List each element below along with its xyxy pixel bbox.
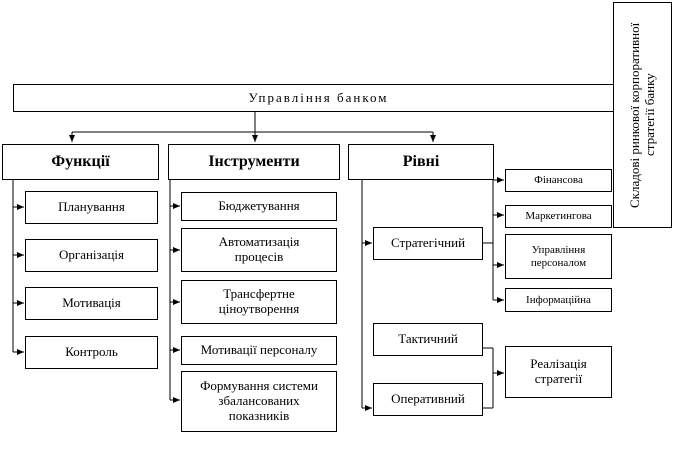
instrument-item-label: Бюджетування <box>218 198 300 214</box>
level-item-label: Тактичний <box>398 331 458 347</box>
instrument-item: Трансфертне ціноутворення <box>181 280 337 324</box>
instruments-header-label: Інструменти <box>208 152 300 170</box>
instrument-item: Бюджетування <box>181 192 337 221</box>
realization-label: Реалізація стратегії <box>530 356 587 386</box>
strategy-sub-item: Управління персоналом <box>505 234 612 279</box>
side-label: Складові ринкової корпоративної стратегі… <box>626 22 657 208</box>
side-label-box: Складові ринкової корпоративної стратегі… <box>613 2 672 228</box>
instrument-item-label: Мотивації персоналу <box>200 342 318 358</box>
instruments-header: Інструменти <box>168 144 340 180</box>
diagram-title: Управління банком <box>248 89 389 105</box>
strategy-sub-label: Фінансова <box>534 174 583 187</box>
function-item: Контроль <box>25 336 158 369</box>
function-item-label: Мотивація <box>62 295 121 311</box>
instrument-item: Формування системи збалансованих показни… <box>181 371 337 432</box>
functions-header-label: Функції <box>51 152 110 170</box>
function-item: Планування <box>25 191 158 224</box>
title-box: Управління банком <box>13 84 624 112</box>
instrument-item-label: Трансфертне ціноутворення <box>218 286 300 316</box>
function-item: Мотивація <box>25 287 158 320</box>
levels-header: Рівні <box>348 144 494 180</box>
function-item-label: Організація <box>58 247 124 263</box>
level-item: Стратегічний <box>373 227 483 260</box>
instrument-item: Автоматизація процесів <box>181 228 337 272</box>
function-item-label: Контроль <box>65 344 118 360</box>
functions-header: Функції <box>2 144 159 180</box>
function-item: Організація <box>25 239 158 272</box>
strategy-sub-item: Фінансова <box>505 169 612 192</box>
level-item: Тактичний <box>373 323 483 356</box>
realization-box: Реалізація стратегії <box>505 346 612 398</box>
level-item-label: Стратегічний <box>390 235 466 251</box>
level-item-label: Оперативний <box>391 391 465 407</box>
function-item-label: Планування <box>58 199 125 215</box>
strategy-sub-label: Інформаційна <box>526 293 591 306</box>
instrument-item-label: Формування системи збалансованих показни… <box>200 378 318 423</box>
strategy-sub-item: Інформаційна <box>505 288 612 312</box>
strategy-sub-item: Маркетингова <box>505 205 612 228</box>
strategy-sub-label: Маркетингова <box>525 210 592 223</box>
instrument-item: Мотивації персоналу <box>181 336 337 365</box>
levels-header-label: Рівні <box>402 152 440 170</box>
level-item: Оперативний <box>373 383 483 416</box>
strategy-sub-label: Управління персоналом <box>530 243 587 269</box>
instrument-item-label: Автоматизація процесів <box>218 234 300 264</box>
